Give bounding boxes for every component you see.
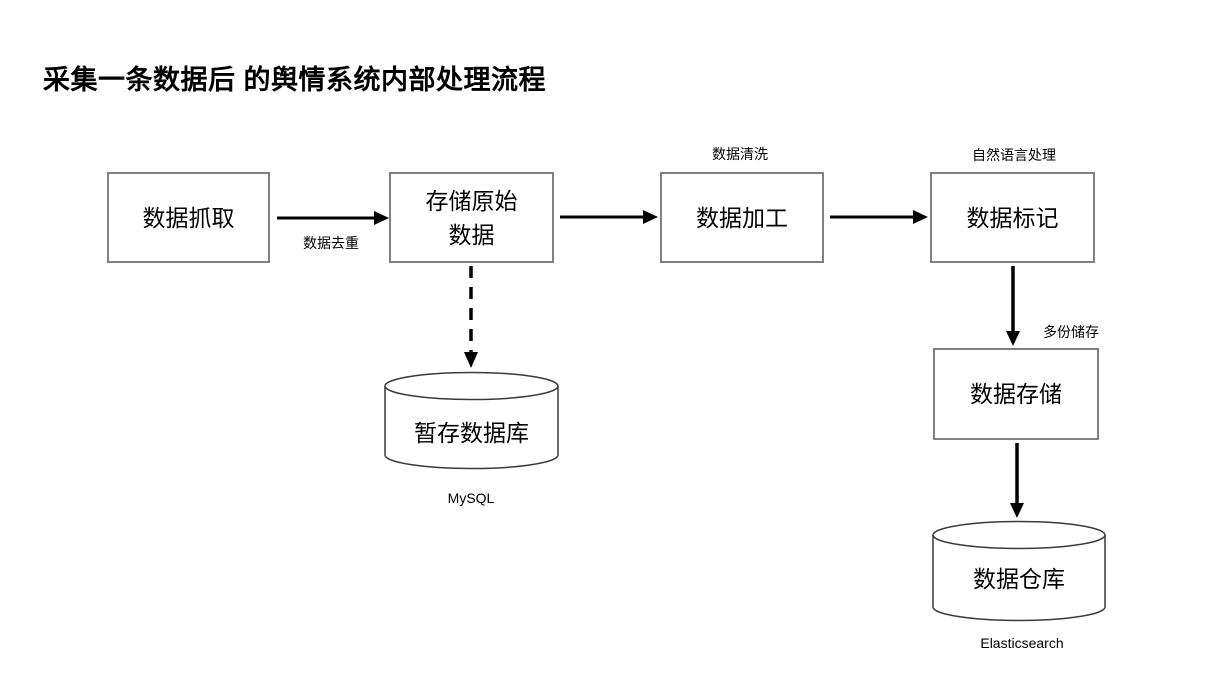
node-data-crawl: 数据抓取 [107,172,270,263]
arrow-process-to-tag-head [913,210,928,224]
node-data-storage: 数据存储 [933,348,1099,440]
node-data-tagging-label: 数据标记 [966,204,1059,231]
arrow-store-to-tempdb-head [464,352,478,368]
cylinder-temp-database [384,371,559,470]
arrow-store-to-tempdb-dashed [464,266,478,368]
edge-label-dedup: 数据去重 [303,235,359,251]
arrow-crawl-to-store-head [374,211,389,225]
arrow-storage-to-warehouse-head [1010,503,1024,518]
cylinder-data-warehouse-top [932,520,1106,550]
arrow-store-to-process [560,210,658,224]
arrow-crawl-to-store [277,211,389,225]
cylinder-data-warehouse-label: 数据仓库 [973,566,1065,592]
node-store-raw-data-label-line2: 数据 [448,221,495,248]
cylinder-data-warehouse-body [932,535,1106,622]
page-title: 采集一条数据后 的舆情系统内部处理流程 [43,65,547,95]
cylinder-temp-database-body [384,386,559,470]
caption-mysql: MySQL [447,490,495,506]
edge-label-multi-copy: 多份储存 [1043,324,1099,340]
annotation-nlp: 自然语言处理 [972,147,1056,163]
arrow-process-to-tag [830,210,928,224]
arrow-tag-to-storage [1006,266,1020,346]
node-store-raw-data-label-line1: 存储原始 [425,187,518,214]
annotation-data-cleaning: 数据清洗 [712,146,768,162]
node-data-storage-label: 数据存储 [970,381,1062,407]
arrow-tag-to-storage-head [1006,331,1020,346]
cylinder-temp-database-label: 暂存数据库 [414,420,529,446]
node-store-raw-data: 存储原始 数据 [389,172,554,263]
node-data-crawl-label: 数据抓取 [142,204,235,231]
cylinder-data-warehouse [932,520,1106,622]
caption-elasticsearch: Elasticsearch [980,635,1064,651]
arrow-store-to-process-head [643,210,658,224]
node-data-processing: 数据加工 [660,172,824,263]
node-data-tagging: 数据标记 [930,172,1095,263]
arrow-storage-to-warehouse [1010,443,1024,518]
node-data-processing-label: 数据加工 [696,204,788,231]
cylinder-temp-database-top [384,371,559,401]
